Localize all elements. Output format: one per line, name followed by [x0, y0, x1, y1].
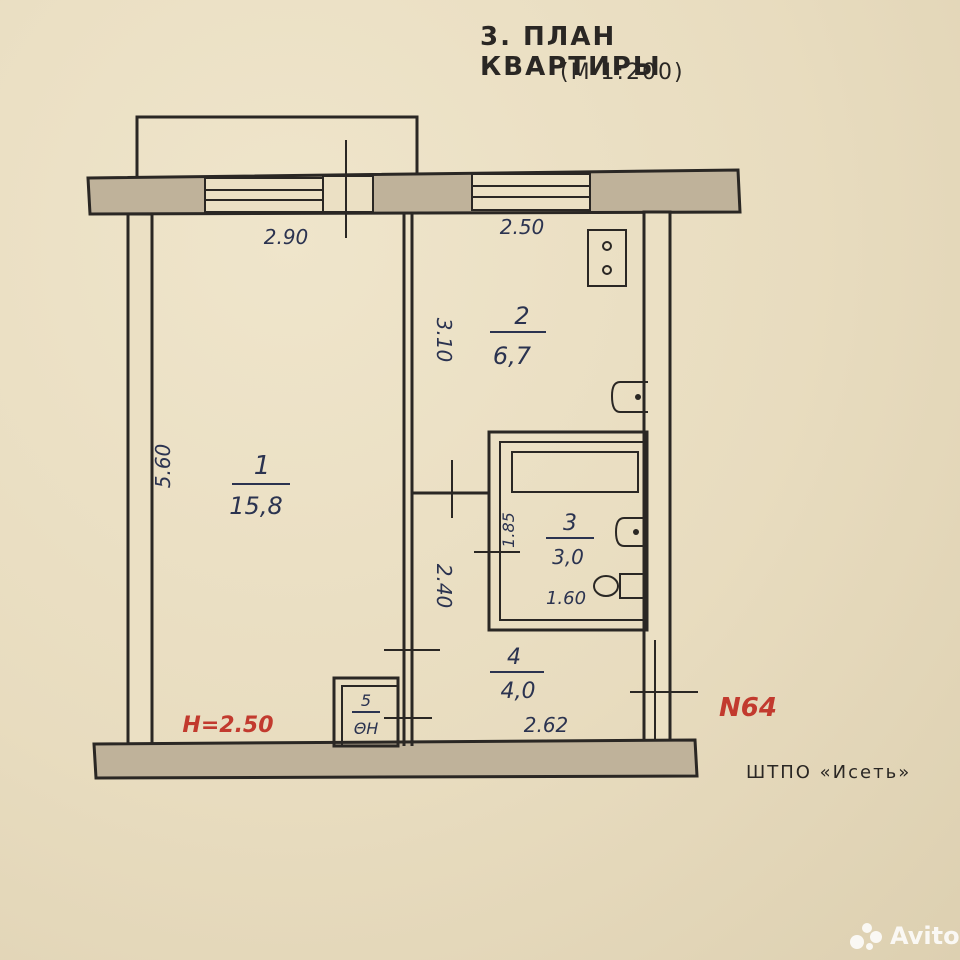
- dimension-bath-height: 1.85: [499, 512, 518, 548]
- room-3-area: 3,0: [552, 545, 584, 569]
- room-2-number: 2: [514, 302, 529, 330]
- bathroom-sink-icon: [614, 517, 646, 547]
- room-2-area: 6,7: [493, 342, 532, 370]
- room-1-area: 15,8: [229, 492, 282, 520]
- dimension-kitchen-length: 3.10: [432, 318, 456, 363]
- avito-watermark-text: Avito: [890, 922, 960, 950]
- dimension-room1-width: 2.90: [264, 225, 309, 249]
- exterior-bottom-wall: [92, 738, 699, 780]
- apartment-number: N64: [719, 693, 777, 723]
- room-1-number: 1: [254, 451, 271, 481]
- plan-scale: (М 1:200): [560, 60, 685, 85]
- ceiling-height-note: Н=2.50: [182, 713, 273, 738]
- plan-title: 3. ПЛАН КВАРТИРЫ: [480, 22, 662, 82]
- exterior-left-wall: [126, 212, 154, 746]
- room-4-number: 4: [507, 645, 521, 670]
- avito-logo-icon: [850, 921, 884, 951]
- room-5-label: ΘН: [354, 719, 379, 738]
- room-3-number: 3: [563, 511, 577, 536]
- balcony-door: [322, 175, 374, 213]
- partition-room1: [402, 214, 414, 746]
- bathtub-icon: [511, 451, 639, 493]
- dimension-kitchen-width: 2.50: [500, 215, 545, 239]
- organization-stamp: ШТПО «Исеть»: [746, 762, 912, 783]
- toilet-icon: [593, 573, 645, 599]
- room-4-area: 4,0: [501, 679, 536, 704]
- closet: [332, 676, 400, 748]
- balcony: [135, 115, 419, 183]
- window-room-1: [204, 177, 324, 213]
- dimension-hall-length: 2.40: [432, 564, 456, 609]
- bathroom-walls: [474, 430, 649, 632]
- stove-icon: [587, 229, 627, 287]
- dimension-room1-length: 5.60: [151, 444, 175, 489]
- room-5-number: 5: [361, 691, 371, 710]
- window-kitchen: [471, 173, 591, 211]
- dimension-hall-width: 2.62: [524, 713, 569, 737]
- dimension-bath-width: 1.60: [546, 588, 586, 609]
- sink-icon: [610, 381, 648, 413]
- avito-watermark: Avito: [850, 918, 960, 954]
- exterior-top-wall: [86, 140, 742, 238]
